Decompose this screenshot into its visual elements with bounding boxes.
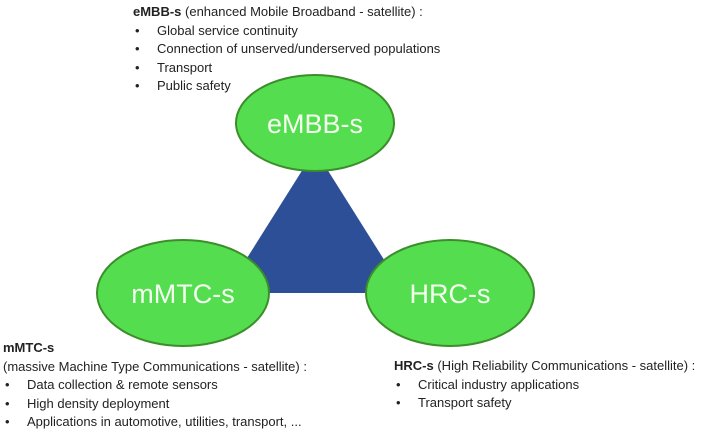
- mmtc-node[interactable]: [96, 239, 270, 347]
- embb-node-label: eMBB-s: [267, 109, 363, 139]
- list-item: Public safety: [133, 77, 440, 96]
- hrc-node-label: HRC-s: [410, 279, 491, 309]
- list-item: Global service continuity: [133, 22, 440, 41]
- mmtc-title: mMTC-s: [3, 340, 55, 355]
- list-item: Connection of unserved/underserved popul…: [133, 40, 440, 59]
- list-item: High density deployment: [3, 395, 307, 414]
- mmtc-node-label: mMTC-s: [131, 279, 234, 309]
- list-item: Transport safety: [394, 394, 695, 413]
- mmtc-subtitle: (massive Machine Type Communications - s…: [3, 358, 307, 374]
- list-item: Transport: [133, 59, 440, 78]
- embb-title: eMBB-s: [133, 4, 182, 19]
- hrc-description: HRC-s (High Reliability Communications -…: [394, 357, 695, 413]
- embb-description: eMBB-s (enhanced Mobile Broadband - sate…: [133, 3, 440, 96]
- embb-subtitle: (enhanced Mobile Broadband - satellite) …: [181, 4, 423, 19]
- hrc-node[interactable]: [365, 239, 535, 347]
- list-item: Data collection & remote sensors: [3, 376, 307, 395]
- list-item: Applications in automotive, utilities, t…: [3, 413, 307, 432]
- mmtc-description: mMTC-s (massive Machine Type Communicati…: [3, 339, 307, 432]
- hrc-title: HRC-s: [394, 358, 434, 373]
- triangle: [225, 150, 405, 293]
- list-item: Critical industry applications: [394, 376, 695, 395]
- hrc-subtitle: (High Reliability Communications - satel…: [433, 358, 696, 373]
